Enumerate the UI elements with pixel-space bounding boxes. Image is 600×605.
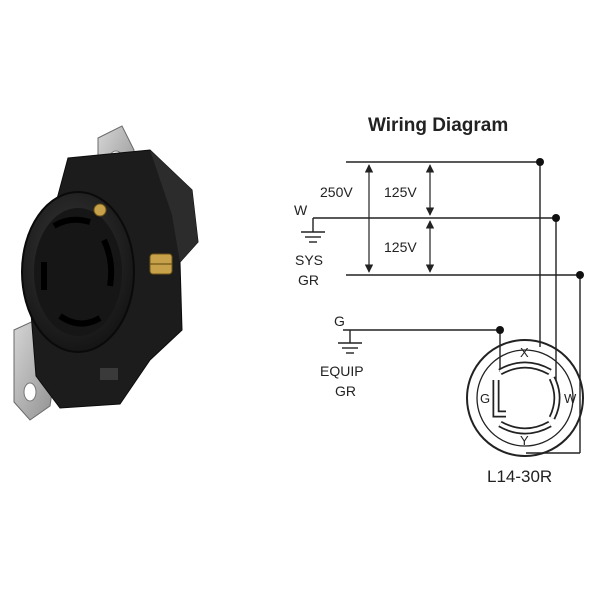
label-g: G [334,313,345,329]
label-neutral-w: W [294,202,308,218]
diagram-title: Wiring Diagram [368,115,508,136]
receptacle-model: L14-30R [487,467,552,486]
receptacle-face-symbol [466,339,584,457]
label-sys: SYS [295,252,323,268]
wiring-diagram: Wiring Diagram 250V 125V 125V W SYS GR G… [294,115,584,486]
label-125v-upper: 125V [384,184,417,200]
terminal-w-label: W [564,391,577,406]
label-250v: 250V [320,184,353,200]
label-125v-lower: 125V [384,239,417,255]
terminal-g-label: G [480,391,490,406]
receptacle-photo [13,125,199,421]
junction-dot [496,326,504,334]
terminal-screw [93,203,107,217]
junction-dot [552,214,560,222]
terminal-x-label: X [520,345,529,360]
junction-dot [576,271,584,279]
label-sys-gr: GR [298,272,319,288]
terminal-y-label: Y [520,433,529,448]
label-equip: EQUIP [320,363,364,379]
junction-dot [536,158,544,166]
label-equip-gr: GR [335,383,356,399]
